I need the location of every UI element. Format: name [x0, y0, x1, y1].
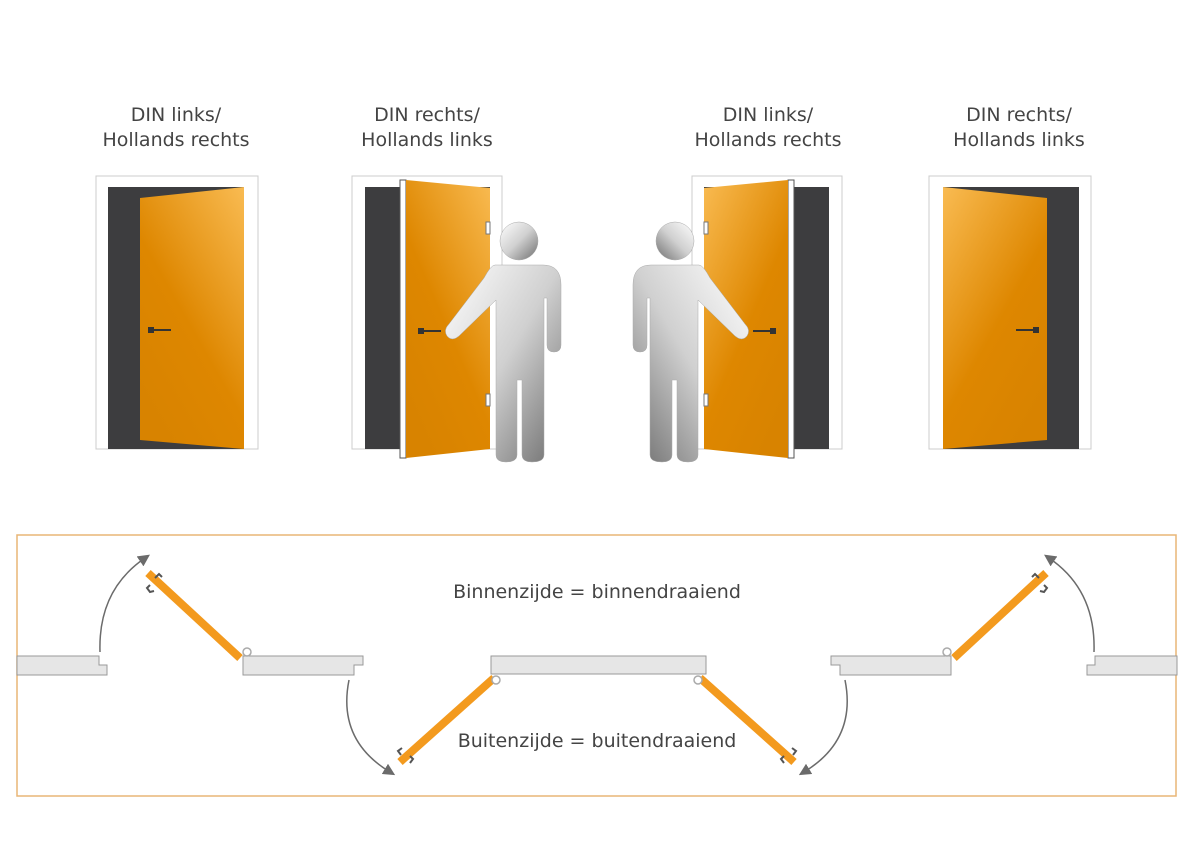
inside-label: Binnenzijde = binnendraaiend [453, 581, 741, 603]
door-din-rechts-closed [928, 175, 1092, 450]
door-label-line2: Hollands rechts [102, 129, 250, 151]
door-label-4: DIN rechts/Hollands links [919, 103, 1119, 153]
door-din-links-closed [95, 175, 259, 450]
door-label-line2: Hollands links [953, 129, 1085, 151]
door-label-1: DIN links/Hollands rechts [76, 103, 276, 153]
door-label-line2: Hollands rechts [694, 129, 842, 151]
door-label-line2: Hollands links [361, 129, 493, 151]
door-label-line1: DIN links/ [130, 104, 222, 126]
door-label-2: DIN rechts/Hollands links [327, 103, 527, 153]
door-din-links-open-with-person [632, 175, 843, 463]
door-label-line1: DIN links/ [722, 104, 814, 126]
middle-wall [490, 655, 707, 675]
door-din-rechts-open-with-person [351, 175, 562, 463]
outside-label: Buitenzijde = buitendraaiend [457, 730, 737, 752]
door-label-line1: DIN rechts/ [374, 104, 480, 126]
door-label-line1: DIN rechts/ [966, 104, 1072, 126]
door-label-3: DIN links/Hollands rechts [668, 103, 868, 153]
